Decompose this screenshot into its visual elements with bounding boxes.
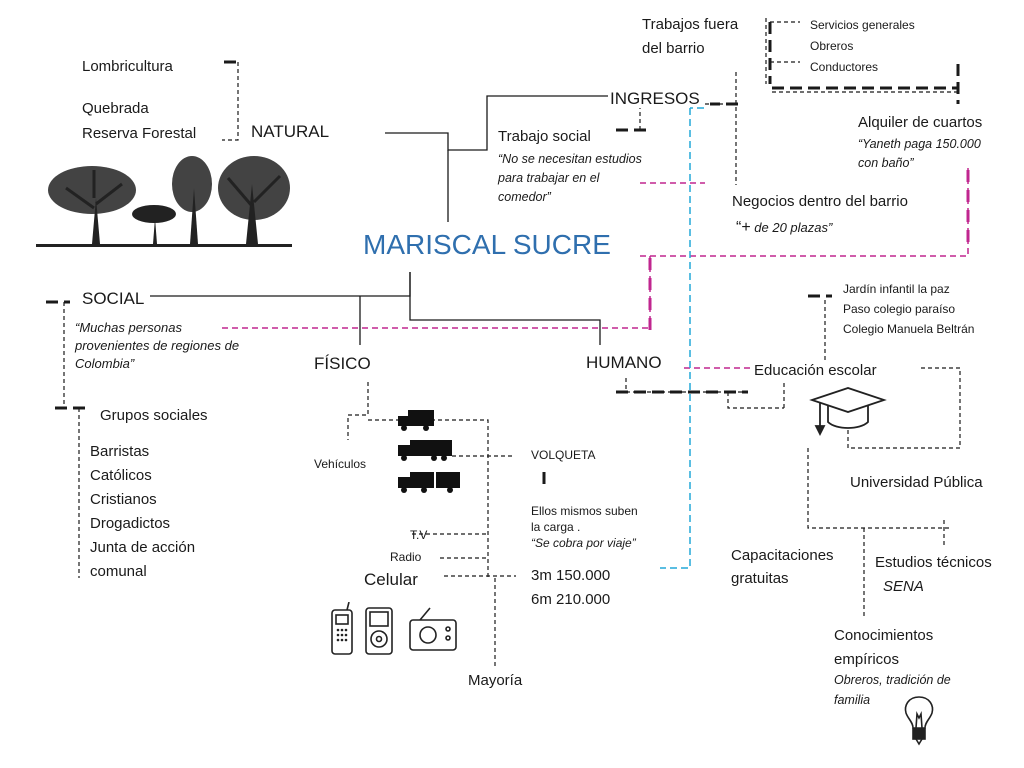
trabajos-fuera-item: Obreros	[810, 39, 854, 53]
graduation-cap-icon	[809, 387, 887, 437]
conocimientos-label: Conocimientos empíricos	[834, 627, 934, 668]
group-item: comunal	[90, 563, 147, 580]
social-quote: “Muchas personas provenientes de regione…	[75, 320, 240, 371]
estudios-label: Estudios técnicos	[875, 554, 992, 571]
mayoria-label: Mayoría	[468, 672, 523, 689]
trucks-icon	[398, 410, 460, 493]
group-item: Cristianos	[90, 491, 157, 508]
natural-item: Reserva Forestal	[82, 125, 197, 142]
negocios-quote-text: de 20 plazas”	[750, 220, 833, 235]
colegio-item: Colegio Manuela Beltrán	[843, 322, 975, 336]
devices-icon	[331, 602, 457, 655]
colegio-item: Jardín infantil la paz	[843, 282, 950, 296]
tv-label: T.V	[410, 528, 428, 542]
negocios-quote: “+ de 20 plazas”	[736, 218, 832, 237]
capacitaciones-label: Capacitaciones gratuitas	[731, 547, 834, 587]
alquiler-quote: “Yaneth paga 150.000 con baño”	[858, 137, 981, 170]
negocios-label: Negocios dentro del barrio	[732, 193, 908, 210]
trabajo-social-label: Trabajo social	[498, 128, 591, 145]
trabajos-fuera-item: Servicios generales	[810, 18, 915, 32]
trees-icon	[36, 156, 292, 247]
negocios-quote-mark: “+	[736, 219, 751, 236]
natural-item: Lombricultura	[82, 58, 173, 75]
volqueta-quote: “Se cobra por viaje”	[531, 536, 636, 550]
price-item: 3m 150.000	[531, 567, 611, 584]
volqueta-label: VOLQUETA	[531, 448, 596, 462]
trabajos-fuera-item: Conductores	[810, 60, 879, 74]
trabajos-fuera-label: Trabajos fuera del barrio	[642, 16, 739, 57]
groups-label: Grupos sociales	[100, 407, 208, 424]
volqueta-note: Ellos mismos suben la carga .	[531, 504, 638, 534]
celular-label: Celular	[364, 570, 418, 589]
group-item: Drogadictos	[90, 515, 171, 532]
natural-label: NATURAL	[251, 122, 330, 141]
price-item: 6m 210.000	[531, 591, 611, 608]
social-label: SOCIAL	[82, 289, 145, 308]
educacion-label: Educación escolar	[754, 362, 877, 379]
humano-label: HUMANO	[586, 353, 662, 372]
ingresos-label: INGRESOS	[610, 89, 700, 108]
conocimientos-note: Obreros, tradición de familia	[834, 673, 951, 707]
group-item: Junta de acción	[90, 539, 196, 556]
group-item: Barristas	[90, 443, 150, 460]
vehiculos-label: Vehículos	[314, 457, 367, 471]
fisico-label: FÍSICO	[314, 354, 371, 373]
radio-label: Radio	[390, 550, 422, 564]
alquiler-label: Alquiler de cuartos	[858, 114, 983, 131]
group-item: Católicos	[90, 467, 152, 484]
universidad-label: Universidad Pública	[850, 474, 983, 491]
colegio-item: Paso colegio paraíso	[843, 302, 956, 316]
trabajo-social-quote: “No se necesitan estudios para trabajar …	[498, 152, 642, 204]
natural-item: Quebrada	[82, 100, 149, 117]
sena-label: SENA	[883, 578, 924, 595]
page-title: MARISCAL SUCRE	[363, 229, 611, 260]
light-bulb-icon	[904, 696, 934, 746]
